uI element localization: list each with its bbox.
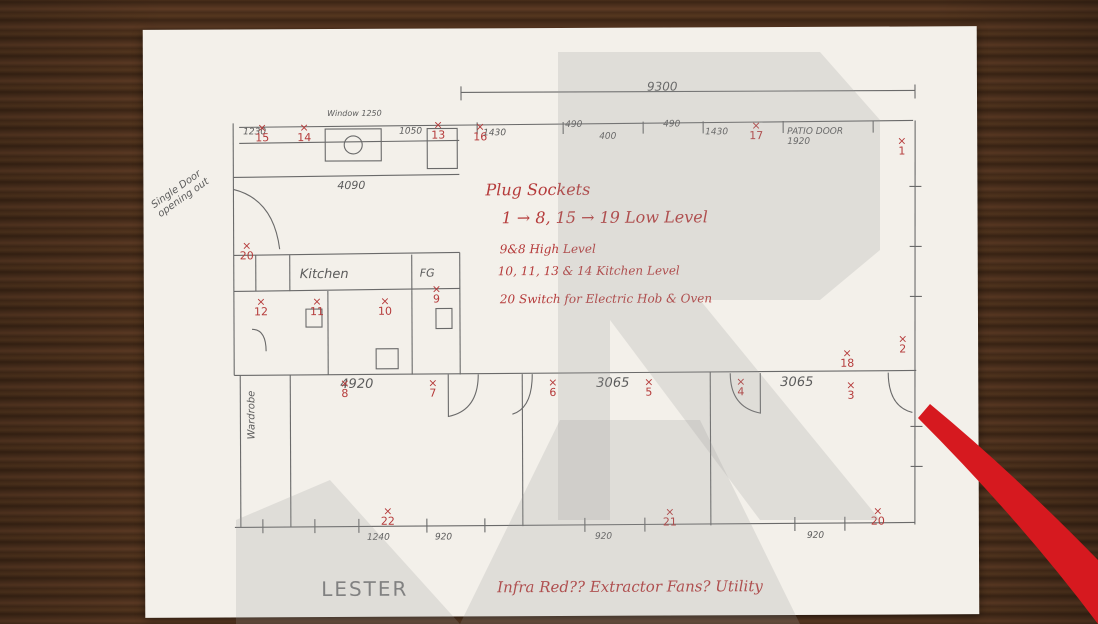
footer-comment: Infra Red?? Extractor Fans? Utility <box>497 577 763 597</box>
window-dimension-4: 1430 <box>705 127 729 138</box>
note-line-2: 9&8 High Level <box>499 241 596 257</box>
mid-right-dimension-1: 3065 <box>596 375 630 391</box>
kitchen-width-dimension: 4090 <box>337 178 366 192</box>
window-dimension-2: 400 <box>599 131 617 142</box>
mid-right-dimension-2: 3065 <box>780 374 814 391</box>
note-line-4: 20 Switch for Electric Hob & Oven <box>499 291 713 307</box>
note-line-1: 1 → 8, 15 → 19 Low Level <box>501 207 708 228</box>
socket-marker-3: ×3 <box>846 378 856 402</box>
socket-marker-12: ×12 <box>253 295 268 319</box>
window-dimension-3: 490 <box>565 119 583 130</box>
floor-plan-drawing <box>232 84 923 534</box>
socket-marker-8: ×8 <box>340 376 350 400</box>
socket-marker-17: ×17 <box>749 119 764 143</box>
kitchen-label: Kitchen <box>299 266 349 283</box>
socket-marker-1: ×1 <box>897 134 907 158</box>
bottom-dimension-1: 1240 <box>366 532 390 543</box>
bottom-dimension-4: 920 <box>806 530 825 541</box>
footer-name: LESTER <box>321 576 409 602</box>
socket-marker-4: ×4 <box>736 375 746 399</box>
patio-door-dimension: PATIO DOOR 1920 <box>787 126 844 148</box>
bottom-dimension-2: 920 <box>434 532 453 543</box>
window-label: Window 1250 <box>327 108 382 119</box>
note-line-3: 10, 11, 13 & 14 Kitchen Level <box>497 263 680 279</box>
socket-marker-6: ×6 <box>548 376 558 400</box>
fridge-label: FG <box>419 266 435 280</box>
socket-marker-switch: ×20 <box>239 239 254 263</box>
socket-marker-10: ×10 <box>377 294 392 318</box>
top-total-dimension: 9300 <box>646 79 678 94</box>
socket-marker-9: ×9 <box>431 282 442 306</box>
wardrobe-label: Wardrobe <box>246 390 258 440</box>
socket-marker-5: ×5 <box>644 375 654 399</box>
wall-dimension-top-mid: 1050 <box>399 126 423 137</box>
socket-marker-15: ×15 <box>255 121 270 145</box>
socket-marker-13: ×13 <box>431 118 446 142</box>
floor-plan-sketch-sheet: 9300 4090 4920 3065 3065 PATIO DOOR 1920… <box>142 26 980 618</box>
socket-marker-20: ×20 <box>870 504 885 528</box>
bottom-dimension-3: 920 <box>594 531 613 542</box>
socket-marker-11: ×11 <box>309 295 324 319</box>
socket-marker-16: ×16 <box>473 120 488 144</box>
socket-marker-2: ×2 <box>898 332 908 356</box>
socket-marker-14: ×14 <box>297 121 312 145</box>
socket-marker-21: ×21 <box>662 505 677 529</box>
window-dimension-5: 490 <box>663 119 681 130</box>
socket-marker-7: ×7 <box>428 376 438 400</box>
note-title: Plug Sockets <box>485 179 591 200</box>
socket-marker-22: ×22 <box>380 504 395 528</box>
socket-marker-18: ×18 <box>840 346 855 370</box>
